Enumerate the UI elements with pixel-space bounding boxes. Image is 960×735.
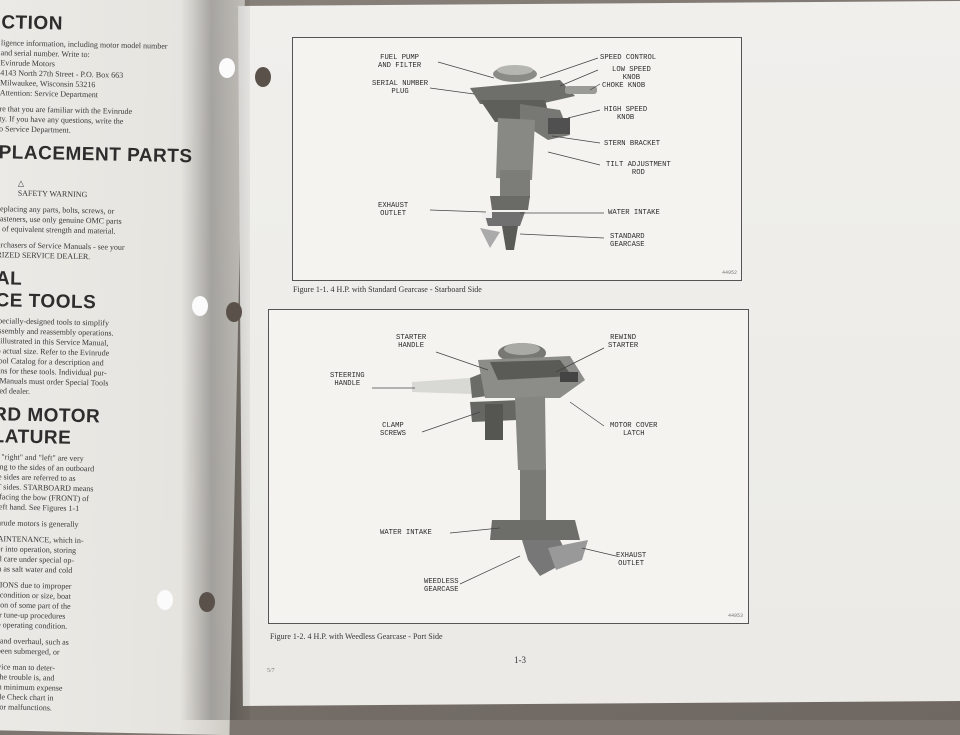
label-choke-knob: CHOKE KNOB <box>602 82 646 90</box>
label-standard-gearcase: STANDARD GEARCASE <box>610 233 645 249</box>
binding-gutter <box>180 0 250 720</box>
label-exhaust-outlet-2: EXHAUST OUTLET <box>616 552 647 568</box>
label-clamp-screws: CLAMP SCREWS <box>380 422 406 438</box>
label-low-speed-knob: LOW SPEED KNOB <box>612 66 651 82</box>
label-speed-control: SPEED CONTROL <box>600 54 657 62</box>
punch-hole <box>226 302 242 322</box>
label-steering-handle: STEERING HANDLE <box>330 372 365 388</box>
label-water-intake: WATER INTAKE <box>608 209 660 217</box>
punch-hole <box>192 296 208 316</box>
figure-1-caption: Figure 1-1. 4 H.P. with Standard Gearcas… <box>293 285 482 294</box>
punch-hole <box>199 592 215 612</box>
punch-hole <box>157 590 173 610</box>
label-stern-bracket: STERN BRACKET <box>604 140 661 148</box>
figure-2-motor-drawing <box>372 343 617 585</box>
figure-1-code: 44952 <box>722 270 738 276</box>
figure-2-caption: Figure 1-2. 4 H.P. with Weedless Gearcas… <box>270 632 443 641</box>
label-fuel-pump: FUEL PUMP AND FILTER <box>378 54 422 70</box>
label-tilt-rod: TILT ADJUSTMENT ROD <box>606 161 671 177</box>
label-motor-cover-latch: MOTOR COVER LATCH <box>610 422 658 438</box>
footer-mark: 5/7 <box>267 668 275 674</box>
label-weedless-gearcase: WEEDLESS GEARCASE <box>424 578 459 594</box>
label-high-speed-knob: HIGH SPEED KNOB <box>604 106 648 122</box>
label-rewind-starter: REWIND STARTER <box>608 334 639 350</box>
figure-1-motor-drawing <box>429 57 605 250</box>
punch-hole <box>219 58 235 78</box>
punch-hole <box>255 67 271 87</box>
page-number: 1-3 <box>514 655 526 665</box>
figure-2-code: 44953 <box>728 613 744 619</box>
label-exhaust-outlet: EXHAUST OUTLET <box>378 202 409 218</box>
label-water-intake-2: WATER INTAKE <box>380 529 432 537</box>
label-starter-handle: STARTER HANDLE <box>396 334 427 350</box>
label-serial-plug: SERIAL NUMBER PLUG <box>372 80 429 96</box>
